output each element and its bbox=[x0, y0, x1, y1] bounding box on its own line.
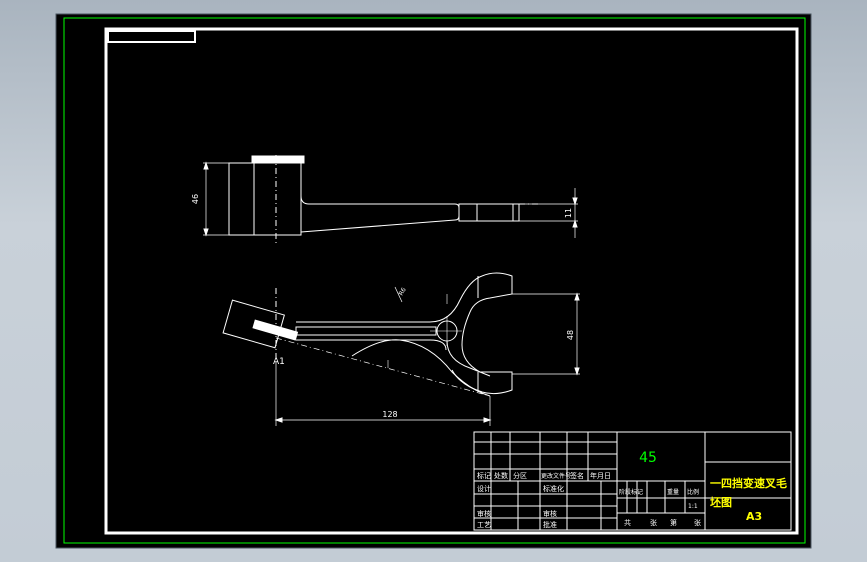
tb-standard: 标准化 bbox=[543, 484, 564, 493]
drawing-title-line2: 坯图 bbox=[710, 495, 732, 509]
drawing-canvas bbox=[55, 13, 812, 549]
tb-scale-value: 1:1 bbox=[688, 503, 698, 510]
sheet-size: A3 bbox=[746, 510, 762, 523]
tb-design: 设计 bbox=[477, 484, 491, 493]
tb-sheet-unit2: 张 bbox=[694, 518, 701, 527]
code-box bbox=[107, 30, 196, 43]
tb-header-zone: 分区 bbox=[513, 471, 527, 480]
tb-header-sign: 签名 bbox=[570, 471, 584, 480]
tb-scale-label: 比例 bbox=[687, 488, 699, 496]
arm-radius-label: R6 bbox=[398, 286, 408, 297]
outer-frame bbox=[63, 17, 806, 544]
plan-view bbox=[222, 272, 580, 426]
tb-weight: 重量 bbox=[667, 488, 679, 496]
title-block bbox=[473, 431, 792, 531]
tb-review: 审核 bbox=[477, 509, 491, 518]
tb-process: 工艺 bbox=[477, 521, 491, 529]
material-text: 45 bbox=[639, 450, 657, 466]
dim-shaft-dia: 11 bbox=[564, 208, 573, 218]
dim-plan-length: 128 bbox=[382, 410, 397, 419]
tb-header-change: 更改文件号 bbox=[541, 472, 571, 480]
front-view bbox=[203, 155, 578, 243]
tb-header-date: 年月日 bbox=[590, 471, 611, 480]
tb-sheet-no: 第 bbox=[670, 518, 677, 527]
tb-check: 审核 bbox=[543, 509, 557, 518]
tb-sheet-total: 共 bbox=[624, 518, 631, 527]
tb-stage: 阶段标记 bbox=[619, 488, 643, 496]
dim-front-height: 46 bbox=[191, 194, 200, 204]
dim-fork-width: 48 bbox=[566, 330, 575, 340]
drawing-title-line1: 一四挡变速叉毛 bbox=[710, 476, 787, 490]
section-label: A1 bbox=[273, 357, 285, 367]
tb-sheet-unit1: 张 bbox=[650, 518, 657, 527]
tb-approve: 批准 bbox=[543, 520, 557, 529]
tb-header-count: 处数 bbox=[494, 471, 508, 480]
inner-frame bbox=[104, 27, 799, 535]
tb-header-mark: 标记 bbox=[477, 471, 491, 480]
